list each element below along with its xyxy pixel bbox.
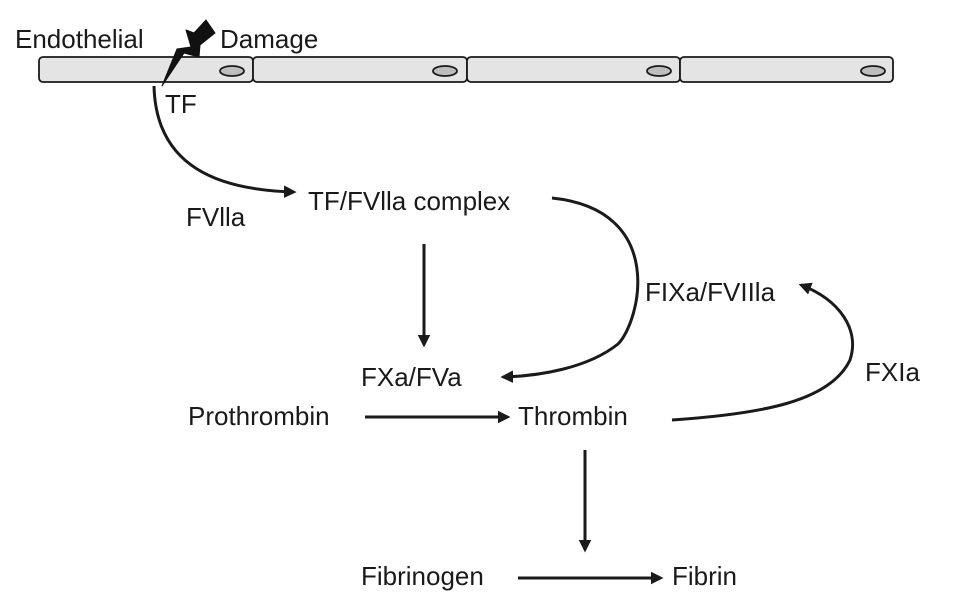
label-fixa-fvllla: FIXa/FVIIla [645, 277, 776, 307]
label-fxa-fva: FXa/FVa [361, 362, 462, 392]
edge-complex-to-fxa-curve [500, 196, 640, 384]
label-prothrombin: Prothrombin [188, 401, 330, 431]
label-fvlla: FVlla [186, 202, 246, 232]
label-tf: TF [165, 89, 197, 119]
label-fxla: FXIa [865, 357, 920, 387]
cell-nucleus-2 [432, 65, 458, 77]
edge-thrombin-to-fixa [671, 282, 855, 422]
label-damage: Damage [220, 24, 318, 54]
cell-nucleus-1 [219, 65, 245, 77]
label-tf-fvlla-complex: TF/FVlla complex [308, 186, 510, 216]
label-endothelial: Endothelial [15, 24, 144, 54]
edge-tf-to-complex [152, 85, 297, 199]
label-thrombin: Thrombin [518, 401, 628, 431]
label-fibrinogen: Fibrinogen [361, 561, 484, 591]
endothelial-cell-4 [679, 56, 894, 83]
endothelial-layer [38, 56, 894, 83]
lightning-bolt-icon [161, 19, 216, 87]
cell-nucleus-4 [860, 65, 886, 77]
cell-nucleus-3 [646, 65, 672, 77]
label-fibrin: Fibrin [672, 561, 737, 591]
